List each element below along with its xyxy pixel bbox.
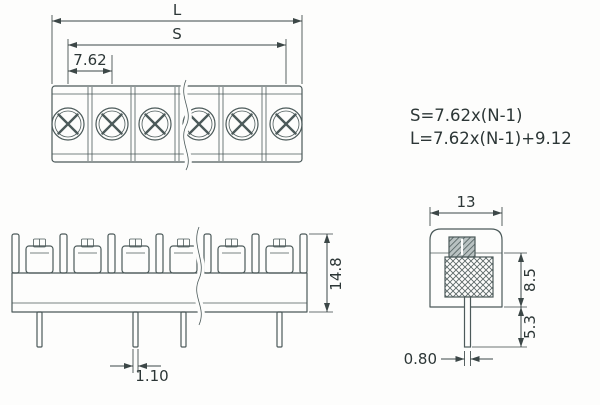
barrier-wall bbox=[59, 233, 68, 274]
barrier-wall bbox=[251, 233, 260, 274]
pin bbox=[36, 311, 43, 348]
terminal-clamp bbox=[169, 238, 198, 274]
dimension-pitch: 7.62 bbox=[68, 51, 113, 84]
top-view-barrier-dividers bbox=[87, 87, 267, 161]
screw bbox=[137, 106, 173, 142]
terminal-clamp bbox=[25, 238, 54, 274]
front-view-body bbox=[11, 272, 308, 313]
dim-label-L: L bbox=[173, 1, 182, 19]
formula-overall: L=7.62x(N-1)+9.12 bbox=[410, 129, 572, 148]
terminal-clamp bbox=[265, 238, 294, 274]
dimension-overall-length: L bbox=[51, 1, 303, 84]
dim-label-S: S bbox=[172, 25, 182, 43]
barrier-wall bbox=[203, 233, 212, 274]
pin bbox=[132, 311, 139, 348]
formula-block: S=7.62x(N-1) L=7.62x(N-1)+9.12 bbox=[410, 106, 572, 148]
side-view bbox=[429, 228, 503, 348]
dimension-width: 13 bbox=[429, 193, 503, 226]
break-line bbox=[196, 226, 202, 326]
dimension-span: S bbox=[67, 25, 287, 84]
dim-label-pin-width: 1.10 bbox=[135, 367, 168, 385]
dimension-pin-thickness: 0.80 bbox=[404, 350, 493, 368]
terminal-clamp bbox=[73, 238, 102, 274]
dim-label-upper-height: 8.5 bbox=[521, 268, 539, 292]
dim-label-pin-length: 5.3 bbox=[521, 315, 539, 339]
dimension-upper-height: 8.5 bbox=[504, 252, 539, 308]
pin bbox=[180, 311, 187, 348]
top-view-body bbox=[51, 85, 303, 163]
dim-label-height: 14.8 bbox=[327, 257, 345, 290]
barrier-wall bbox=[11, 233, 20, 274]
screw bbox=[94, 106, 130, 142]
side-view-clamp-body bbox=[444, 256, 494, 298]
dim-label-pitch: 7.62 bbox=[73, 51, 106, 69]
front-view bbox=[11, 223, 308, 348]
barrier-wall bbox=[107, 233, 116, 274]
screw bbox=[224, 106, 260, 142]
pin bbox=[276, 311, 283, 348]
side-view-body bbox=[429, 228, 503, 308]
dimension-body-height: 14.8 bbox=[309, 233, 345, 313]
formula-span: S=7.62x(N-1) bbox=[410, 106, 522, 125]
screw bbox=[50, 106, 86, 142]
dim-label-pin-thickness: 0.80 bbox=[404, 350, 437, 368]
terminal-clamp bbox=[121, 238, 150, 274]
top-view bbox=[50, 76, 304, 174]
dimension-pin-width: 1.10 bbox=[110, 349, 169, 385]
screw bbox=[268, 106, 304, 142]
top-view-inner-walls bbox=[52, 93, 302, 155]
terminal-clamp bbox=[217, 238, 246, 274]
dimension-pin-length: 5.3 bbox=[472, 307, 539, 348]
barrier-wall bbox=[155, 233, 164, 274]
side-view-pin bbox=[463, 296, 472, 348]
barrier-wall bbox=[299, 233, 308, 274]
break-line bbox=[183, 79, 189, 171]
dim-label-width: 13 bbox=[456, 193, 475, 211]
